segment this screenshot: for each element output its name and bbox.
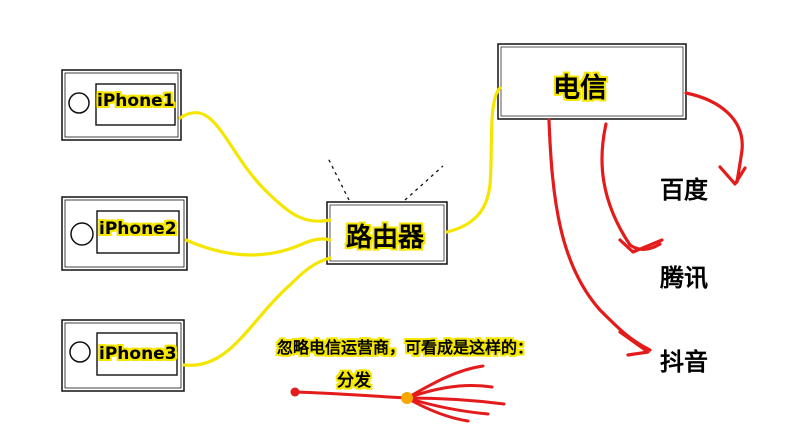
antenna-left-icon [327,157,350,201]
antenna-right-icon [404,165,444,201]
wire-iphone3-router [182,256,332,367]
screen-icon [96,332,178,376]
screen-icon [96,210,180,254]
iphone2-label: iPhone2 [99,219,177,239]
distribute-sketch [294,364,506,423]
note-text: 忽略电信运营商，可看成是这样的： [277,338,534,357]
service-douyin-label: 抖音 [660,348,708,376]
iphone2-device [61,196,188,271]
wire-router-telecom [445,86,502,234]
iphone3-device [61,319,185,392]
arrow-to-tencent [600,122,662,251]
service-baidu-label: 百度 [660,176,708,204]
iphone3-label: iPhone3 [99,344,177,364]
iphone1-device [61,69,182,141]
iphone1-label: iPhone1 [97,91,175,111]
wire-iphone2-router [184,237,332,257]
home-button-icon [69,341,91,363]
source-dot-icon [290,387,300,397]
arrow-to-baidu [684,91,744,184]
distribute-label: 分发 [337,371,371,391]
service-tencent-label: 腾讯 [660,264,708,292]
arrow-to-douyin [547,118,652,352]
wire-iphone1-router [178,110,332,223]
arrows [547,91,747,357]
telecom-box [497,43,687,120]
wires [178,86,502,367]
home-button-icon [68,92,90,114]
home-button-icon [70,222,94,246]
router-label: 路由器 [346,223,425,253]
screen-icon [95,83,176,126]
telecom-label: 电信 [553,73,607,104]
hub-dot-icon [401,392,413,404]
